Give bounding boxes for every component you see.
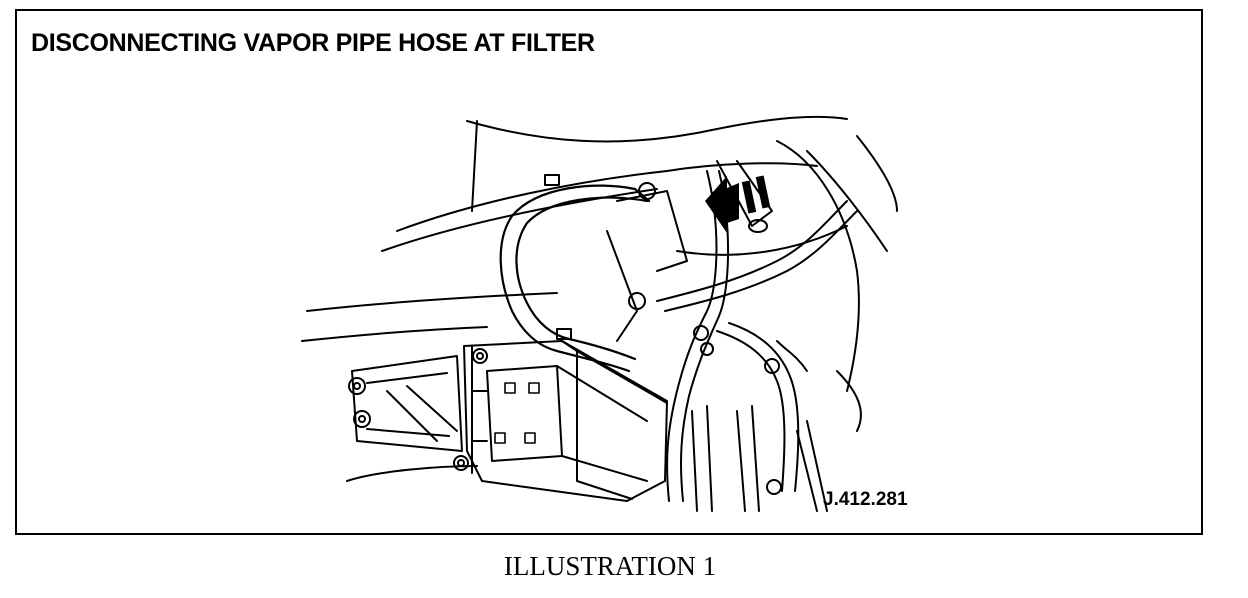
bolt-icon bbox=[453, 455, 469, 471]
clip-icon bbox=[544, 174, 560, 186]
figure-reference-number: J.412.281 bbox=[823, 489, 908, 510]
bolt-icon bbox=[348, 377, 366, 395]
bolt-icon bbox=[472, 348, 488, 364]
vapor-filter-canister bbox=[463, 340, 668, 502]
clip-icon bbox=[638, 182, 656, 200]
figure-caption: ILLUSTRATION 1 bbox=[503, 551, 717, 581]
body-hole bbox=[748, 219, 768, 233]
clip-icon bbox=[693, 325, 709, 341]
technical-drawing bbox=[301, 115, 898, 512]
floor-ribs bbox=[691, 340, 828, 512]
illustration-frame: DISCONNECTING VAPOR PIPE HOSE AT FILTER bbox=[15, 9, 1203, 535]
hose-clips bbox=[544, 174, 782, 495]
filter-ports bbox=[494, 382, 540, 444]
bolts bbox=[348, 342, 714, 471]
clip-icon bbox=[766, 479, 782, 495]
direction-arrow-icon bbox=[705, 175, 771, 233]
clip-icon bbox=[628, 292, 646, 310]
clip-icon bbox=[764, 358, 780, 374]
bolt-icon bbox=[700, 342, 714, 356]
bolt-icon bbox=[353, 410, 371, 428]
clip-icon bbox=[556, 328, 572, 340]
figure-title: DISCONNECTING VAPOR PIPE HOSE AT FILTER bbox=[31, 29, 595, 57]
